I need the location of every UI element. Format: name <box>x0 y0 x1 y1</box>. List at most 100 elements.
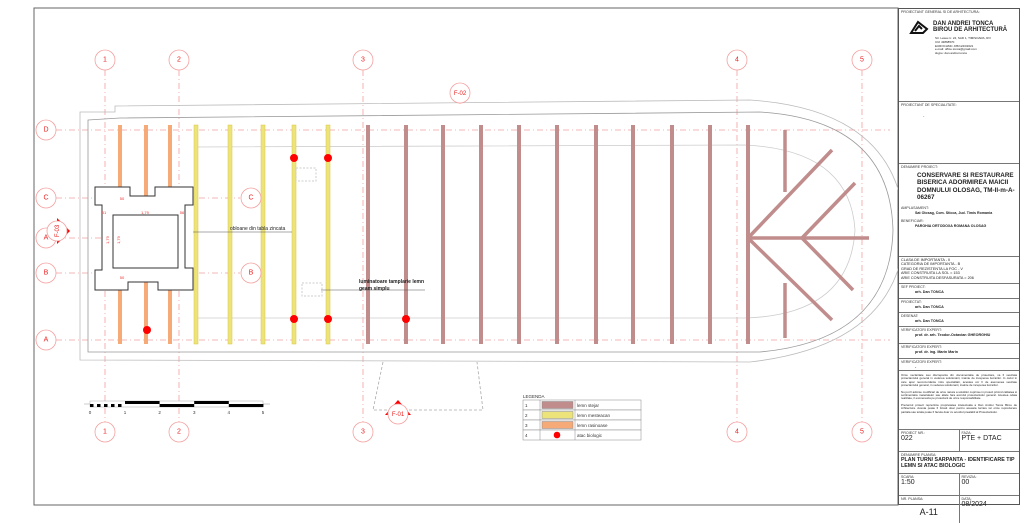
specialty-section: PROIECTANT DE SPECIALITATE: - <box>899 102 1019 164</box>
scale-label: 2 <box>158 410 161 415</box>
scale-label: 0 <box>89 410 92 415</box>
scale-bar: 0 1 2 3 4 5 <box>84 400 270 415</box>
section-mark-top: F-02 <box>447 82 473 104</box>
section-label: F-03 <box>55 224 61 237</box>
grid-label: 4 <box>735 429 739 436</box>
project-nr-value: 022 <box>901 435 913 442</box>
legend-swatch <box>541 411 574 419</box>
legend-swatch <box>541 401 574 409</box>
revision-label: REVIZIA: <box>961 475 977 479</box>
attack-dot <box>402 315 410 323</box>
note-paragraph: Nu pot fi admise modificari de orice nat… <box>901 389 1018 401</box>
title-block: PROIECTANT GENERAL SI DE ARHITECTURA: DA… <box>898 8 1020 523</box>
beam-stejar <box>670 125 674 344</box>
beam-mesteacan <box>325 124 331 345</box>
attack-dot <box>143 326 151 334</box>
beam-stejar <box>555 125 559 344</box>
personnel-role: VERIFICATORI EXPERT: <box>901 345 942 349</box>
grid-label: D <box>43 127 48 134</box>
sheet-nr-value: A-11 <box>919 507 938 517</box>
legend-number: 3 <box>525 423 528 428</box>
legend-title: LEGENDA <box>523 394 545 399</box>
beam-stejar <box>479 125 483 344</box>
beam-stejar <box>366 125 370 344</box>
notes-section: Orice neclaritate sau discrepanta din do… <box>899 371 1019 430</box>
scale-label: 1 <box>124 410 127 415</box>
project-name: CONSERVARE SI RESTAURARE BISERICA ADORMI… <box>917 172 1015 202</box>
grid-label: A <box>44 337 49 344</box>
dimension-label: 50 <box>120 275 125 280</box>
attack-dot <box>324 315 332 323</box>
beam-mesteacan <box>260 124 266 345</box>
beam-stejar <box>594 125 598 344</box>
grid-label: 4 <box>735 57 739 64</box>
personnel-name: arh. Dan TONCA <box>915 319 944 323</box>
beam-mesteacan <box>291 124 297 345</box>
annotation-shutters: obloane din tabla zincata <box>230 226 286 232</box>
note-paragraph: Orice neclaritate sau discrepanta din do… <box>901 373 1017 388</box>
dimension-label: 1,79 <box>105 235 110 244</box>
personnel-row: PROIECTAT:arh. Dan TONCA <box>899 299 1019 313</box>
grid-label: A <box>44 235 49 242</box>
attack-dot <box>324 154 332 162</box>
legend-item: 3 lemn rasinoase <box>522 419 642 431</box>
project-nr-label: PROIECT NR.: <box>901 431 926 435</box>
personnel-name: arh. Dan TONCA <box>915 290 944 294</box>
beam-mesteacan <box>193 124 199 345</box>
section-label: F-01 <box>392 412 405 418</box>
legend-item: 1 lemn stejar <box>522 399 642 411</box>
location-value: Sat Olosag, Com. Sticca, Jud. Timis Roma… <box>915 210 993 215</box>
dimension-label: 50 <box>120 196 125 201</box>
grid-label: 2 <box>177 429 181 436</box>
scale-label: 3 <box>193 410 196 415</box>
annotation-skylight: geam simplu <box>359 286 390 292</box>
skylight-outline <box>295 167 317 182</box>
scale-revision-row: SCARA:1:50 REVIZIA:00 <box>899 474 1019 496</box>
legend-label: lemn stejar <box>577 403 600 408</box>
legend-label: lemn mesteacan <box>577 413 611 418</box>
general-designer-section: PROIECTANT GENERAL SI DE ARHITECTURA: DA… <box>899 9 1019 102</box>
grid-label: C <box>43 195 48 202</box>
legend-swatch <box>541 421 574 429</box>
beam-stejar <box>404 125 408 344</box>
class-line: ARIE CONSTRUITA DESFASURATA = 206 <box>901 275 974 280</box>
grid-label: 5 <box>860 429 864 436</box>
sheet-nr-date-row: NR. PLANSA:A-11 DATA:08/2024 <box>899 496 1019 523</box>
skylight-outline <box>301 282 323 297</box>
beam-stejar <box>517 125 521 344</box>
location-label: AMPLASAMENT: <box>901 205 929 210</box>
legend-swatch <box>553 431 561 439</box>
tower-plan <box>94 186 194 291</box>
beneficiary-label: BENEFICIAR: <box>901 218 924 223</box>
personnel-name: prof. dr. arh. Teodor-Octavian GHEORGHIU <box>915 333 991 337</box>
firm-logo-icon <box>909 20 929 34</box>
personnel-role: DESENAT: <box>901 314 919 318</box>
sheet-name-row: DENUMIRE PLANSA: PLAN TURN/ SARPANTA - I… <box>899 452 1019 474</box>
legend-number: 4 <box>525 433 528 438</box>
legend-item: 2 lemn mesteacan <box>522 409 642 421</box>
beam-stejar <box>746 125 750 344</box>
legend-item: 4 atac biologic <box>522 429 642 441</box>
personnel-row: VERIFICATORI EXPERT:prof. dr. arh. Teodo… <box>899 327 1019 344</box>
class-line: CLASA DE IMPORTANTA - II <box>901 258 951 262</box>
personnel-role: SEF PROIECT: <box>901 285 926 289</box>
apse-radial-beams <box>746 130 869 338</box>
revision-value: 00 <box>961 479 970 486</box>
personnel-name: arh. Dan TONCA <box>915 305 944 309</box>
dimension-label: 1,79 <box>116 235 121 244</box>
dimension-label: 56 <box>180 210 185 215</box>
grid-label: B <box>249 270 254 277</box>
grid-label: C <box>248 195 253 202</box>
attack-dot <box>290 154 298 162</box>
firm-cui: CUI 43868570 <box>935 39 955 44</box>
tower-dimensions: 50 51 1,79 56 1,79 1,79 50 <box>102 196 185 280</box>
grid-label: B <box>44 270 49 277</box>
specialty-value: - <box>923 113 925 118</box>
scale-label: 5 <box>262 410 265 415</box>
personnel-row: VERIFICATORI EXPERT:- <box>899 359 1019 371</box>
class-line: ARIE CONSTRUITA LA SOL = 153 <box>901 271 960 276</box>
grid-label: 1 <box>103 429 107 436</box>
legend-number: 2 <box>525 413 528 418</box>
project-name-label: DENUMIRE PROIECT: <box>901 165 938 169</box>
firm-name: DAN ANDREI TONCA <box>933 20 994 27</box>
